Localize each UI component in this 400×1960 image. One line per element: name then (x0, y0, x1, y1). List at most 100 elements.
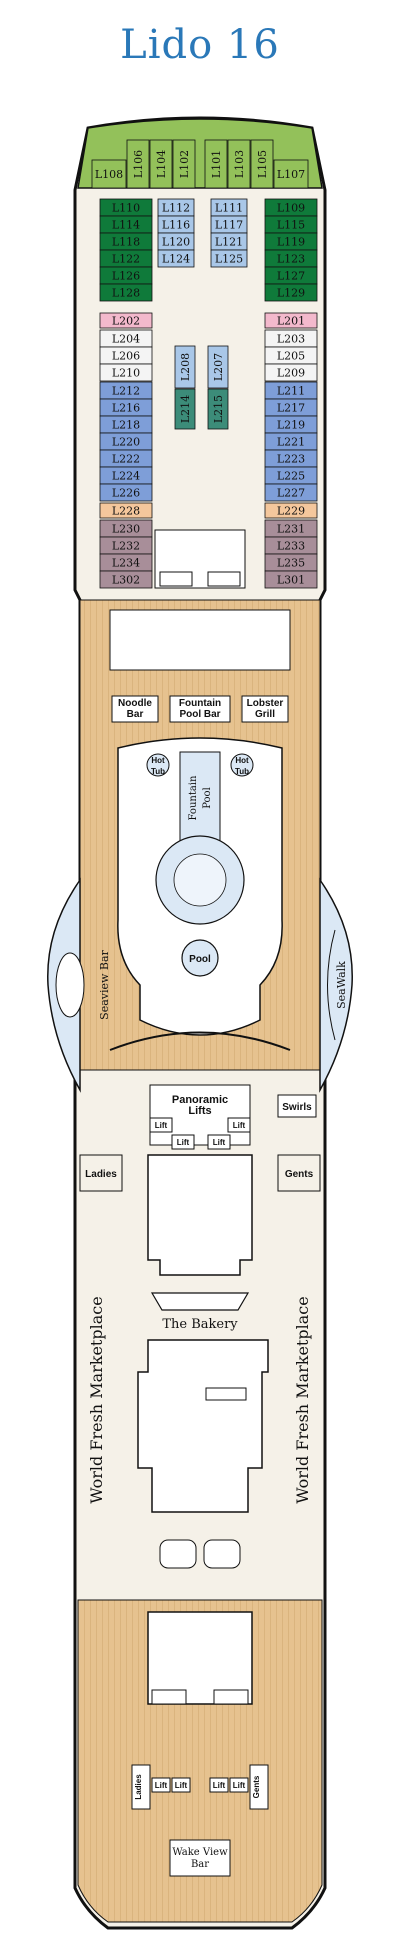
cabin-l208[interactable]: L208 (174, 345, 196, 389)
cabin-l207[interactable]: L207 (207, 345, 229, 389)
cabin-l234[interactable]: L234 (99, 553, 153, 572)
aft-lift-2[interactable]: Lift (171, 1777, 191, 1793)
cabin-l216[interactable]: L216 (99, 398, 153, 417)
cabin-l214[interactable]: L214 (174, 388, 196, 430)
aft-gents-room[interactable] (249, 1764, 269, 1810)
cabin-l201[interactable]: L201 (264, 312, 318, 329)
cabin-l107[interactable]: L107 (273, 159, 309, 189)
cabin-l220[interactable]: L220 (99, 432, 153, 451)
gents-room[interactable] (277, 1154, 321, 1192)
cabin-l221[interactable]: L221 (264, 432, 318, 451)
cabin-l211[interactable]: L211 (264, 381, 318, 400)
cabin-l126[interactable]: L126 (99, 266, 153, 285)
cabin-l128[interactable]: L128 (99, 283, 153, 302)
cabin-l230[interactable]: L230 (99, 519, 153, 538)
cabin-l223[interactable]: L223 (264, 449, 318, 468)
aft-gents-label: Gents (252, 1775, 261, 1798)
cabin-l103[interactable]: L103 (227, 139, 251, 189)
cabin-l117[interactable]: L117 (210, 215, 248, 234)
cabin-box (210, 249, 248, 268)
cabin-l122[interactable]: L122 (99, 249, 153, 268)
cabin-l212[interactable]: L212 (99, 381, 153, 400)
cabin-l101[interactable]: L101 (204, 139, 228, 189)
cabin-l125[interactable]: L125 (210, 249, 248, 268)
lift-box (207, 1134, 231, 1150)
cabin-l235[interactable]: L235 (264, 553, 318, 572)
cabin-l203[interactable]: L203 (264, 329, 318, 348)
cabin-l105[interactable]: L105 (250, 139, 274, 189)
cabin-l202[interactable]: L202 (99, 312, 153, 329)
cabin-l119[interactable]: L119 (264, 232, 318, 251)
cabin-l301[interactable]: L301 (264, 570, 318, 589)
cabin-l233[interactable]: L233 (264, 536, 318, 555)
cabin-l121[interactable]: L121 (210, 232, 248, 251)
panoramic-lift-1[interactable]: Lift (149, 1117, 173, 1133)
cabin-l215[interactable]: L215 (207, 388, 229, 430)
aft-lift-4[interactable]: Lift (229, 1777, 249, 1793)
cabin-l102[interactable]: L102 (172, 139, 196, 189)
hot-tub-left-label-label-1: Hot (151, 756, 165, 765)
panoramic-lift-hall (149, 1084, 251, 1146)
cabin-l127[interactable]: L127 (264, 266, 318, 285)
cabin-l116[interactable]: L116 (157, 215, 195, 234)
cabin-l118[interactable]: L118 (99, 232, 153, 251)
pool[interactable] (181, 939, 219, 977)
cabin-l114[interactable]: L114 (99, 215, 153, 234)
panoramic-lift-3[interactable]: Lift (171, 1134, 195, 1150)
cabin-l110[interactable]: L110 (99, 198, 153, 217)
cabin-l210[interactable]: L210 (99, 363, 153, 382)
hot-tub-left[interactable] (146, 753, 170, 777)
cabin-label: L127 (277, 270, 305, 283)
cabin-l232[interactable]: L232 (99, 536, 153, 555)
hot-tub-right[interactable] (230, 753, 254, 777)
cabin-l231[interactable]: L231 (264, 519, 318, 538)
lift-label: Lift (213, 1781, 226, 1790)
cabin-l206[interactable]: L206 (99, 346, 153, 365)
panoramic-lift-2[interactable]: Lift (227, 1117, 251, 1133)
aft-lift-3[interactable]: Lift (209, 1777, 229, 1793)
seaview-bar-counter (55, 952, 85, 1018)
cabin-l204[interactable]: L204 (99, 329, 153, 348)
cabin-l108[interactable]: L108 (91, 159, 127, 189)
panoramic-lift-4[interactable]: Lift (207, 1134, 231, 1150)
cabin-l222[interactable]: L222 (99, 449, 153, 468)
cabin-l111[interactable]: L111 (210, 198, 248, 217)
cabin-l120[interactable]: L120 (157, 232, 195, 251)
cabin-l104[interactable]: L104 (149, 139, 173, 189)
cabin-l109[interactable]: L109 (264, 198, 318, 217)
cabin-l217[interactable]: L217 (264, 398, 318, 417)
cabin-l302[interactable]: L302 (99, 570, 153, 589)
cabin-l218[interactable]: L218 (99, 415, 153, 434)
cabin-l209[interactable]: L209 (264, 363, 318, 382)
cabin-l228[interactable]: L228 (99, 502, 153, 519)
ladies-room[interactable] (79, 1154, 123, 1192)
cabin-l124[interactable]: L124 (157, 249, 195, 268)
cabin-l123[interactable]: L123 (264, 249, 318, 268)
cabin-l106[interactable]: L106 (126, 139, 150, 189)
cabin-l224[interactable]: L224 (99, 466, 153, 485)
cabin-label: L218 (112, 419, 140, 432)
cabin-l225[interactable]: L225 (264, 466, 318, 485)
cabin-l115[interactable]: L115 (264, 215, 318, 234)
seawalk-label: SeaWalk (335, 961, 348, 1009)
cabin-l129[interactable]: L129 (264, 283, 318, 302)
cabin-label: L231 (277, 523, 305, 536)
cabin-l226[interactable]: L226 (99, 483, 153, 502)
cabin-label: L115 (277, 219, 305, 232)
cabin-l112[interactable]: L112 (157, 198, 195, 217)
cabin-l229[interactable]: L229 (264, 502, 318, 519)
cabin-l219[interactable]: L219 (264, 415, 318, 434)
aft-ladies-room[interactable] (131, 1764, 151, 1810)
fountain-pool[interactable] (179, 751, 221, 843)
aft-lift-1[interactable]: Lift (151, 1777, 171, 1793)
cabin-l205[interactable]: L205 (264, 346, 318, 365)
cabin-l227[interactable]: L227 (264, 483, 318, 502)
